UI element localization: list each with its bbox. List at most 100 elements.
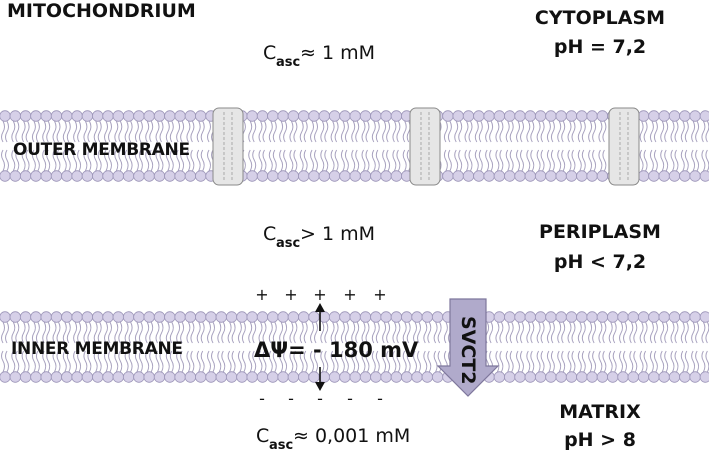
lipid-head [91, 371, 104, 383]
lipid-tail [93, 149, 102, 172]
minus-sign: - [288, 389, 294, 408]
lipid-tail [557, 149, 566, 172]
lipid-head [267, 110, 279, 122]
lipid-tail [371, 321, 380, 344]
lipid-head [133, 371, 145, 383]
lipid-tail [577, 120, 586, 143]
potential-arrowhead-down [315, 382, 325, 391]
lipid-tail [361, 149, 370, 172]
lipid-tail [320, 120, 329, 143]
lipid-tail [279, 120, 288, 143]
lipid-head [514, 371, 526, 383]
lipid-head [390, 110, 403, 122]
lipid-head [164, 371, 176, 383]
lipid-tail [268, 321, 277, 344]
lipid-tail [567, 149, 576, 172]
lipid-tail [237, 350, 246, 373]
lipid-head [679, 170, 691, 182]
lipid-head [524, 371, 537, 383]
lipid-head [359, 311, 372, 323]
lipid-tail [176, 321, 185, 344]
lipid-tail [526, 350, 535, 373]
lipid-head [514, 110, 526, 122]
lipid-head [298, 311, 310, 323]
lipid-tail [670, 120, 679, 143]
lipid-tail [42, 149, 51, 172]
lipid-tail [567, 120, 576, 143]
lipid-tail [155, 120, 164, 143]
lipid-tail [639, 350, 648, 373]
lipid-head [679, 311, 691, 323]
lipid-tail [443, 149, 452, 172]
lipid-tail [608, 321, 617, 344]
lipid-tail [299, 120, 308, 143]
lipid-tail [577, 321, 586, 344]
lipid-head [390, 311, 403, 323]
lipid-head [277, 371, 289, 383]
lipid-head [411, 371, 423, 383]
lipid-head [308, 170, 320, 182]
lipid-tail [196, 321, 205, 344]
lipid-head [401, 311, 413, 323]
lipid-head [91, 170, 104, 182]
lipid-tail [330, 120, 339, 143]
lipid-head [153, 371, 166, 383]
lipid-head [318, 170, 331, 182]
lipid-tail [505, 149, 514, 172]
lipid-head [287, 110, 300, 122]
lipid-head [504, 170, 516, 182]
lipid-tail [62, 350, 71, 373]
lipid-head [524, 170, 537, 182]
lipid-tail [31, 149, 40, 172]
lipid-tail [371, 120, 380, 143]
lipid-tail [268, 149, 277, 172]
lipid-head [534, 371, 547, 383]
lipid-head [668, 311, 681, 323]
lipid-tail [176, 350, 185, 373]
lipid-head [184, 311, 197, 323]
lipid-tail [361, 120, 370, 143]
lipid-head [205, 311, 217, 323]
lipid-head [504, 110, 516, 122]
lipid-head [565, 170, 578, 182]
lipid-head [71, 311, 83, 323]
lipid-tail [516, 321, 524, 344]
lipid-head [246, 311, 258, 323]
lipid-tail [207, 321, 215, 344]
lipid-tail [62, 149, 71, 172]
outer-membrane-channels [212, 107, 640, 186]
lipid-tail [351, 321, 360, 344]
lipid-tail [382, 321, 391, 344]
lipid-head [504, 311, 516, 323]
porin-channel [608, 107, 640, 186]
lipid-head [359, 371, 372, 383]
lipid-head [308, 110, 320, 122]
lipid-tail [495, 350, 504, 373]
lipid-head [390, 170, 403, 182]
cytoplasm-concentration: C asc ≈ 1 mM [263, 42, 375, 70]
lipid-head [328, 371, 341, 383]
lipid-tail [588, 321, 597, 344]
lipid-head [287, 311, 300, 323]
concentration-subscript: asc [269, 438, 293, 453]
lipid-head [390, 371, 403, 383]
lipid-head [689, 311, 701, 323]
lipid-tail [361, 350, 370, 373]
lipid-tail [680, 321, 689, 344]
lipid-tail [443, 120, 452, 143]
lipid-tail [413, 321, 421, 344]
lipid-tail [495, 120, 504, 143]
lipid-tail [639, 120, 648, 143]
lipid-head [555, 170, 567, 182]
lipid-head [184, 170, 197, 182]
lipid-head [699, 311, 709, 323]
lipid-tail [93, 350, 102, 373]
lipid-tail [536, 149, 545, 172]
concentration-value: > 1 mM [300, 223, 375, 245]
lipid-head [225, 311, 238, 323]
lipid-tail [155, 149, 164, 172]
lipid-tail [165, 350, 174, 373]
lipid-head [112, 311, 125, 323]
lipid-head [339, 371, 351, 383]
